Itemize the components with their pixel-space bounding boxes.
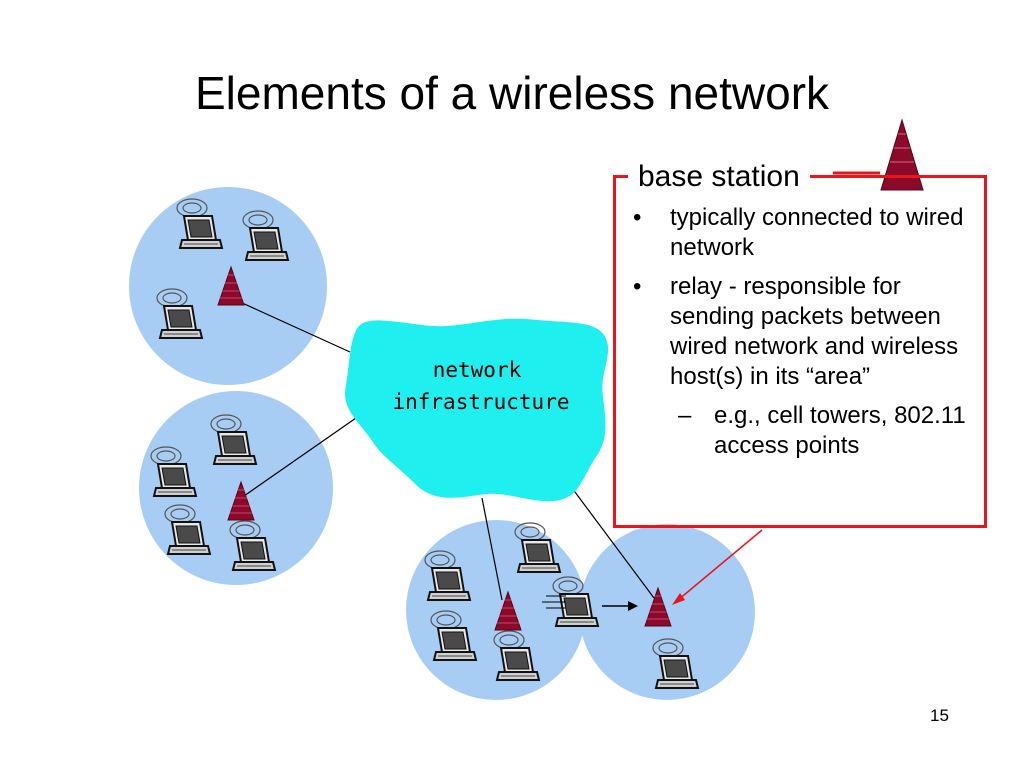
handoff-arrowhead-icon (628, 601, 638, 611)
wired-link (243, 417, 357, 497)
bullet-item: • relay - responsible for sending packet… (628, 272, 973, 392)
cloud-label-line1: network (433, 358, 522, 382)
wireless-cell-bottom-center (406, 520, 586, 700)
page-number: 15 (930, 706, 949, 725)
base-station-heading: base station (628, 160, 810, 194)
bullet-text: relay - responsible for sending packets … (670, 273, 959, 390)
callout-bullet-list: • typically connected to wired network •… (628, 203, 973, 461)
bullet-text: typically connected to wired network (670, 204, 964, 261)
bullet-marker: • (633, 204, 642, 231)
wired-link (239, 301, 351, 353)
slide-title: Elements of a wireless network (194, 67, 830, 119)
wired-link (481, 497, 503, 601)
wired-link (565, 479, 655, 599)
sub-bullet-text: e.g., cell towers, 802.11 access points (714, 402, 966, 459)
bullet-marker: • (633, 273, 642, 300)
network-infrastructure-cloud (345, 318, 609, 502)
bullet-item: • typically connected to wired network (628, 203, 973, 263)
cloud-label-line2: infrastructure (392, 390, 569, 414)
sub-bullet-marker: – (678, 402, 692, 429)
callout-pointer-arrowhead-icon (672, 593, 685, 605)
motion-lines-icon (542, 595, 566, 609)
callout-pointer-arrow (677, 529, 763, 601)
base-station-large-tower-icon (880, 118, 924, 191)
sub-bullet-item: – e.g., cell towers, 802.11 access point… (628, 401, 973, 461)
